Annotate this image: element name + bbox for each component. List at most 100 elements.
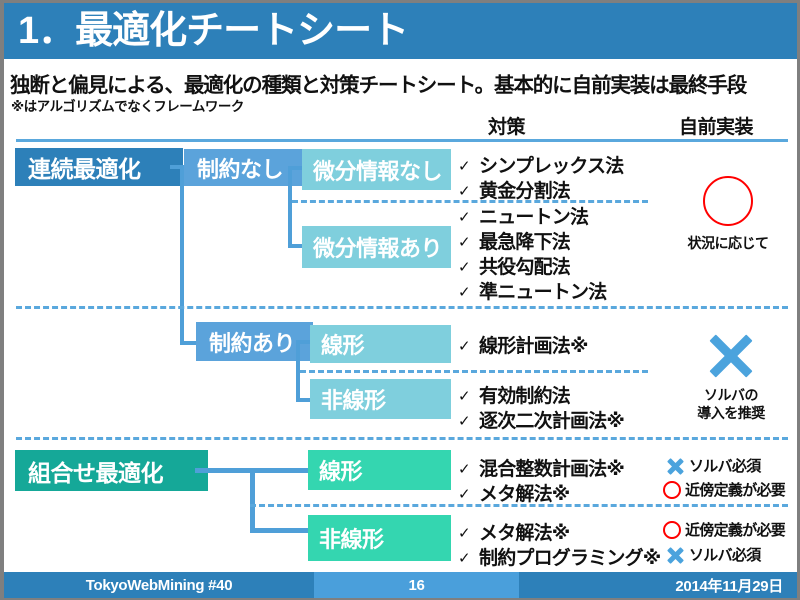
method-list-constrained-nonlinear: ✓ 有効制約法 ✓ 逐次二次計画法※ [458,381,625,432]
node-label: 線形 [319,459,363,484]
node-label: 微分情報あり [313,236,443,261]
node-label: 組合せ最適化 [28,459,164,486]
check-icon: ✓ [458,234,471,251]
connector-constrained-in [180,341,196,345]
method-label: メタ解法※ [479,484,570,505]
check-icon: ✓ [458,525,471,542]
divider-derivative-groups [292,200,648,203]
method-item: ✓ 黄金分割法 [458,176,623,202]
check-icon: ✓ [458,209,471,226]
method-item: ✓ 有効制約法 [458,381,624,407]
connector-continuous-vertical [180,165,184,345]
check-icon: ✓ [458,461,471,478]
footer-page-number: 16 [314,572,519,598]
method-label: 準ニュートン法 [479,282,607,303]
verdict-row: 近傍定義が必要 [661,479,786,500]
verdict-text: ソルバ必須 [689,547,761,564]
check-icon: ✓ [458,158,471,175]
method-item: ✓ メタ解法※ [458,479,624,505]
method-label: 有効制約法 [479,386,571,407]
verdict-row: ソルバ必須 [665,544,761,565]
verdict-cross-icon [702,327,760,385]
method-item: ✓ 最急降下法 [458,227,606,253]
method-label: メタ解法※ [479,523,570,544]
node-label: 制約あり [209,330,296,356]
node-label: 微分情報なし [313,158,443,184]
verdict-note-constrained: ソルバの 導入を推奨 [679,386,783,422]
method-list-with-derivative: ✓ ニュートン法 ✓ 最急降下法 ✓ 共役勾配法 ✓ 準ニュートン法 [458,202,607,303]
verdict-circle-icon [703,176,753,226]
connector-continuous-stub [170,165,184,169]
node-combinatorial-optimization[interactable]: 組合せ最適化 [15,450,208,491]
divider-unconstrained-constrained [16,306,788,309]
method-label: 逐次二次計画法※ [479,411,625,432]
verdict-text: 近傍定義が必要 [685,522,786,539]
footer-event-name: TokyoWebMining #40 [4,572,314,598]
node-label: 制約なし [197,156,284,182]
node-combinatorial-nonlinear[interactable]: 非線形 [308,515,451,561]
check-icon: ✓ [458,550,471,567]
method-label: 混合整数計画法※ [479,459,625,480]
cross-icon [665,457,689,475]
method-label: 共役勾配法 [479,257,571,278]
method-list-no-derivative: ✓ シンプレックス法 ✓ 黄金分割法 [458,151,624,202]
method-list-combinatorial-nonlinear: ✓ メタ解法※ ✓ 制約プログラミング※ [458,518,661,569]
slide-border-bottom [0,598,800,600]
method-item: ✓ 混合整数計画法※ [458,454,625,480]
node-constrained-nonlinear[interactable]: 非線形 [310,379,451,419]
verdict-row: ソルバ必須 [665,455,761,476]
slide-footnote: ※はアルゴリズムでなくフレームワーク [11,99,244,114]
node-with-derivative[interactable]: 微分情報あり [302,226,451,268]
node-label: 非線形 [321,388,386,413]
method-label: ニュートン法 [479,207,589,228]
method-label: 線形計画法※ [479,336,588,357]
node-continuous-optimization[interactable]: 連続最適化 [15,148,183,186]
method-item: ✓ ニュートン法 [458,202,606,228]
connector-unconstrained-stub [292,166,304,170]
slide-border-right [797,0,800,600]
cross-icon [665,546,689,564]
verdict-note-line1: ソルバの [704,387,759,403]
node-label: 連続最適化 [28,156,141,182]
connector-constrained-vertical [296,340,300,402]
check-icon: ✓ [458,338,471,355]
connector-combinatorial-vertical [250,468,255,533]
check-icon: ✓ [458,284,471,301]
method-item: ✓ 制約プログラミング※ [458,543,661,569]
method-label: 最急降下法 [479,232,571,253]
connector-nonlinear-in [296,398,312,402]
method-item: ✓ メタ解法※ [458,518,660,544]
method-label: 黄金分割法 [479,181,571,202]
verdict-note-line2: 導入を推奨 [697,405,765,421]
node-combinatorial-linear[interactable]: 線形 [308,450,451,490]
node-unconstrained[interactable]: 制約なし [184,149,305,186]
connector-constrained-stub [300,340,312,344]
slide-border-top [0,0,800,3]
check-icon: ✓ [458,486,471,503]
method-label: シンプレックス法 [479,156,624,177]
verdict-text: ソルバ必須 [689,458,761,475]
node-no-derivative[interactable]: 微分情報なし [302,149,451,190]
connector-unconstrained-vertical [288,166,292,248]
column-header-self-impl: 自前実装 [679,117,754,138]
header-divider-rule [16,139,788,142]
check-icon: ✓ [458,259,471,276]
connector-comb-nonlinear-in [250,528,310,533]
divider-combinatorial-linear-nonlinear [250,504,788,507]
method-list-combinatorial-linear: ✓ 混合整数計画法※ ✓ メタ解法※ [458,454,625,505]
method-item: ✓ 準ニュートン法 [458,277,607,303]
circle-icon [661,520,685,539]
node-constrained-linear[interactable]: 線形 [310,325,451,363]
divider-continuous-combinatorial [16,437,788,440]
method-item: ✓ 共役勾配法 [458,252,606,278]
node-label: 非線形 [319,527,384,552]
column-header-measures: 対策 [488,117,526,138]
page-title: 1．最適化チートシート [18,10,409,52]
slide-subtitle: 独断と偏見による、最適化の種類と対策チートシート。基本的に自前実装は最終手段 [10,74,747,97]
method-item: ✓ シンプレックス法 [458,151,624,177]
check-icon: ✓ [458,413,471,430]
method-label: 制約プログラミング※ [479,548,661,569]
node-constrained[interactable]: 制約あり [196,322,313,361]
slide-border-left [0,0,4,600]
